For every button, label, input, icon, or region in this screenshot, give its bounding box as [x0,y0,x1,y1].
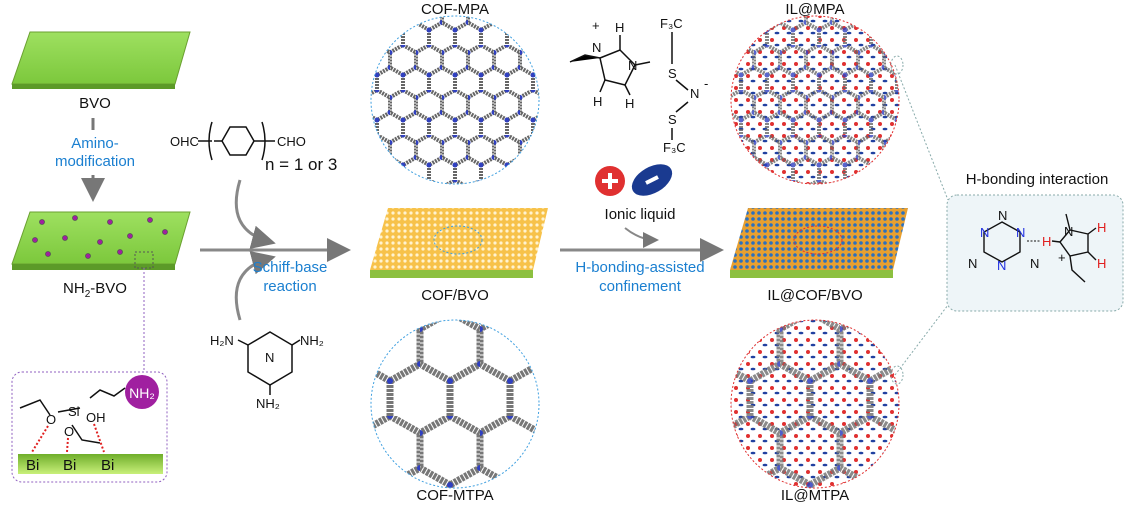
svg-text:+: + [1058,250,1066,265]
svg-text:N: N [998,208,1007,223]
svg-text:Si: Si [68,404,80,419]
svg-text:N: N [690,86,699,101]
amino-mod-label-2: modification [55,153,135,170]
nh2-group: NH₂ [129,385,155,401]
cof-mpa-label: COF-MPA [421,1,489,18]
anion-icon [631,164,673,196]
il-mtpa-label: IL@MTPA [781,487,849,504]
svg-text:OHC: OHC [170,134,199,149]
svg-text:H: H [1042,234,1051,249]
cof-mpa-circle [370,15,540,185]
svg-text:O: O [46,412,56,427]
svg-text:H₂N: H₂N [210,333,234,348]
cof-bvo-plate [370,208,548,278]
ionic-liquid-structure: N + N H H H F₃C S N - S F₃C [569,16,708,155]
hbond-label-1: H-bonding-assisted [575,259,704,276]
nh2-bvo-label: NH2-BVO [63,280,127,300]
bvo-plate [11,31,191,89]
svg-text:S: S [668,112,677,127]
svg-text:N: N [1030,256,1039,271]
svg-text:N: N [1016,225,1025,240]
il-mpa-circle [730,15,900,185]
cof-mtpa-label: COF-MTPA [416,487,493,504]
svg-text:H: H [1097,220,1106,235]
il-mtpa-circle [730,319,900,489]
svg-text:F₃C: F₃C [663,140,686,155]
svg-text:-: - [704,76,708,91]
cof-bvo-label: COF/BVO [421,287,489,304]
svg-text:H: H [615,20,624,35]
svg-text:N: N [1064,224,1073,239]
cof-mtpa-circle [370,319,540,489]
svg-text:O: O [64,424,74,439]
svg-text:CHO: CHO [277,134,306,149]
svg-text:H: H [593,94,602,109]
bvo-label: BVO [79,95,111,112]
svg-text:H: H [625,96,634,111]
surface-inset: NH₂ O Si OH O Bi Bi Bi [11,371,168,483]
il-cof-bvo-plate [730,208,908,278]
svg-text:F₃C: F₃C [660,16,683,31]
n-value-label: n = 1 or 3 [265,155,337,174]
svg-text:N: N [592,40,601,55]
svg-text:Bi: Bi [101,457,114,474]
svg-text:N: N [628,58,637,73]
schiff-label-1: Schiff-base [253,259,328,276]
svg-text:NH₂: NH₂ [256,396,280,411]
schiff-label-2: reaction [263,278,316,295]
svg-text:OH: OH [86,410,106,425]
nh2-bvo-plate [11,211,191,270]
hbond-interaction-title: H-bonding interaction [966,171,1109,188]
melamine-structure: H₂N NH₂ NH₂ N [210,331,324,411]
ionic-liquid-label: Ionic liquid [605,206,676,223]
il-mpa-label: IL@MPA [785,1,844,18]
svg-text:N: N [997,258,1006,273]
svg-text:N: N [980,225,989,240]
svg-text:+: + [592,18,600,33]
il-cof-bvo-label: IL@COF/BVO [767,287,862,304]
hbond-interaction-panel: N N N N N N H N + H H [946,194,1124,312]
terephthalaldehyde-structure: OHC CHO n = 1 or 3 [170,121,337,174]
svg-text:NH₂: NH₂ [300,333,324,348]
amino-mod-label-1: Amino- [71,135,119,152]
svg-text:Bi: Bi [63,457,76,474]
svg-text:S: S [668,66,677,81]
svg-text:N: N [968,256,977,271]
cation-icon [595,166,625,196]
svg-text:H: H [1097,256,1106,271]
hbond-label-2: confinement [599,278,682,295]
svg-text:N: N [265,350,274,365]
svg-text:Bi: Bi [26,457,39,474]
